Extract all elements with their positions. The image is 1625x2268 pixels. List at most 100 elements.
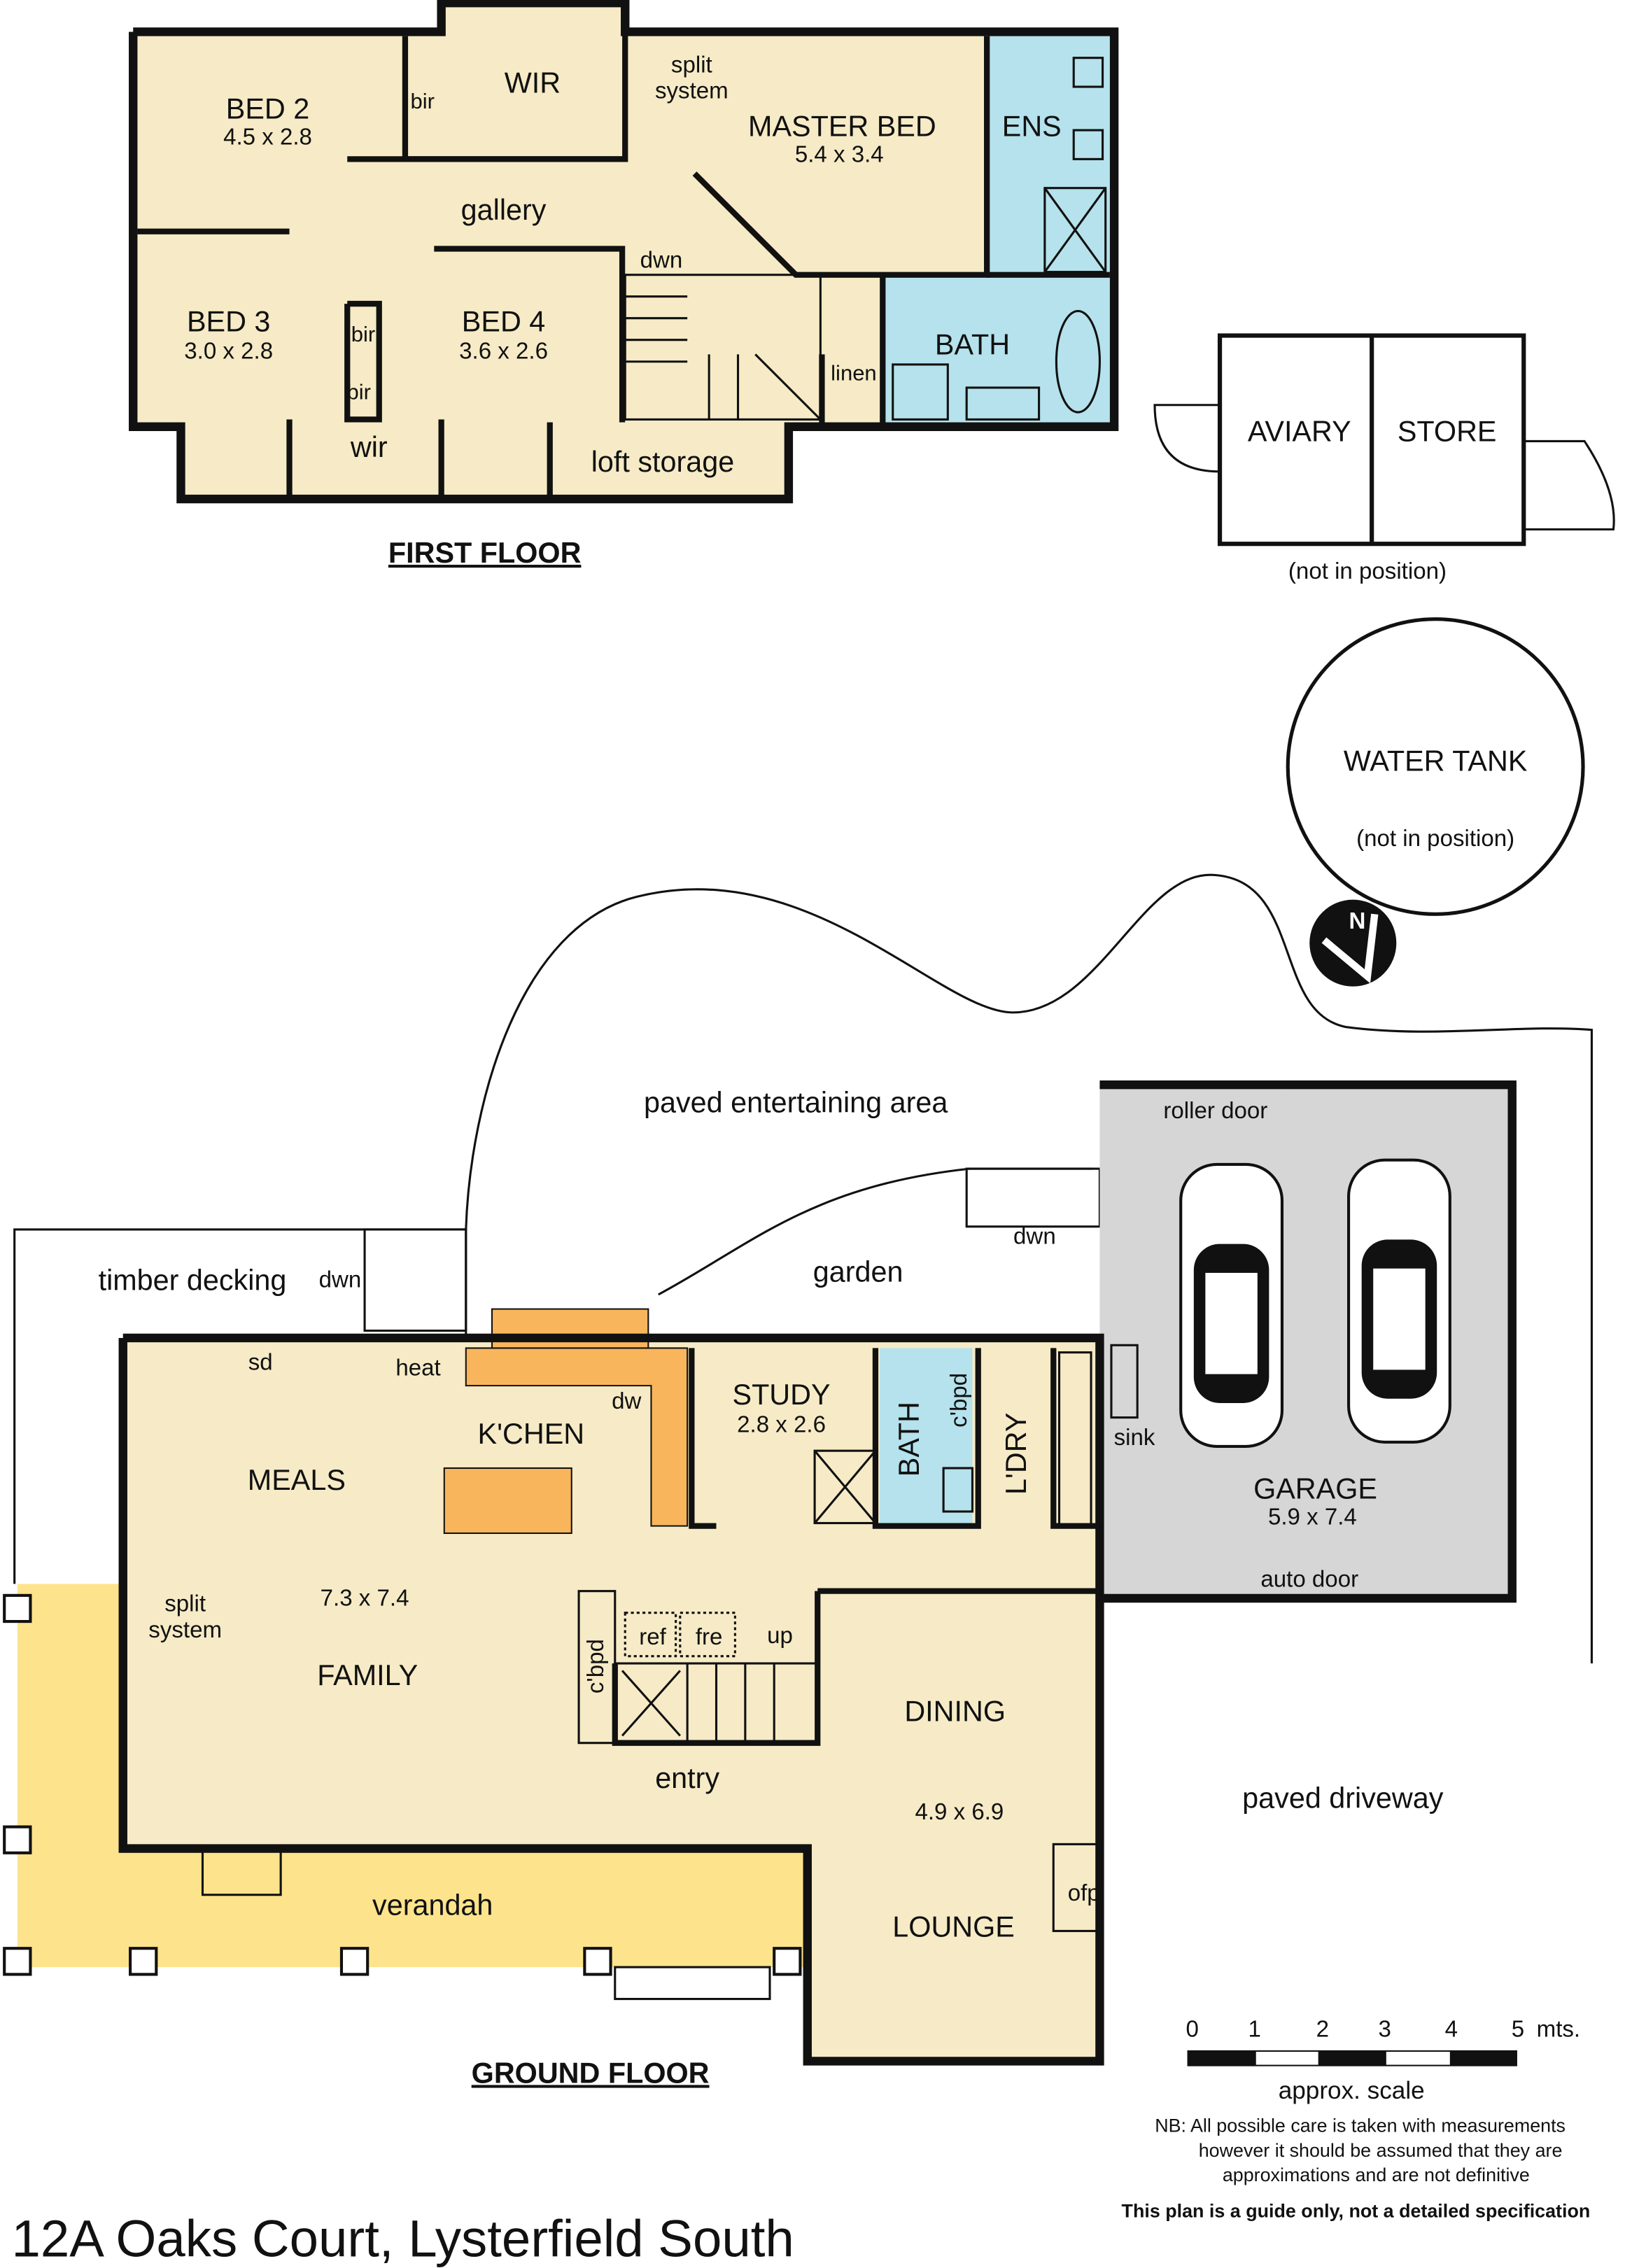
ensuite-label: ENS (1002, 110, 1062, 142)
scale-label: approx. scale (1279, 2077, 1425, 2104)
sd-label: sd (248, 1349, 273, 1375)
deck-dwn-label: dwn (319, 1267, 362, 1293)
loft-storage-label: loft storage (591, 446, 735, 478)
entertaining-area-boundary (465, 873, 1593, 1664)
cbpd-label-1: c'bpd (946, 1373, 972, 1428)
water-tank-note: (not in position) (1356, 826, 1514, 852)
address-title: 12A Oaks Court, Lysterfield South (12, 2209, 794, 2267)
entry-label: entry (655, 1762, 719, 1794)
first-floor-heading: FIRST FLOOR (388, 537, 582, 569)
water-tank-label: WATER TANK (1344, 745, 1528, 777)
dining-label: DINING (904, 1696, 1006, 1728)
scale-tick-5: 5 (1512, 2016, 1524, 2042)
first-floor-inner-walls (137, 31, 1110, 500)
bed2-dim: 4.5 x 2.8 (223, 125, 312, 150)
kitchen-counters (443, 1308, 689, 1535)
store-label: STORE (1398, 415, 1497, 447)
garage-steps (965, 1167, 1101, 1228)
first-floor: BED 2 4.5 x 2.8 bir WIR split system MAS… (129, 0, 1119, 569)
car-icon-left (1179, 1162, 1284, 1449)
linen-label: linen (831, 361, 877, 386)
note-line-1: NB: All possible care is taken with meas… (1155, 2115, 1566, 2136)
auto-door-label: auto door (1260, 1566, 1358, 1592)
ground-floor-outer-wall (118, 1333, 1104, 2066)
up-label: up (767, 1623, 793, 1649)
split-system-ground-2: system (148, 1617, 222, 1643)
wir-lower-label: wir (350, 431, 388, 463)
wir-upper-label: WIR (505, 66, 561, 99)
garage-dim: 5.9 x 7.4 (1268, 1505, 1357, 1530)
scale-tick-4: 4 (1445, 2016, 1458, 2042)
ofp-label: ofp (1068, 1880, 1100, 1906)
gallery-label: gallery (461, 194, 547, 226)
split-system-ground-1: split (164, 1591, 206, 1617)
scale-tick-0: 0 (1186, 2016, 1199, 2042)
dw-label: dw (612, 1388, 641, 1414)
ensuite-fixtures (892, 57, 1107, 421)
ground-floor-heading: GROUND FLOOR (472, 2057, 710, 2089)
first-floor-outer-wall (129, 0, 1119, 504)
family-dim: 7.3 x 7.4 (321, 1585, 409, 1611)
timber-decking-label: timber decking (99, 1265, 287, 1297)
garden-boundary (658, 1167, 1093, 1296)
bed4-dim: 3.6 x 2.6 (459, 339, 548, 365)
disclaimer: This plan is a guide only, not a detaile… (1122, 2201, 1591, 2222)
bath-ground-fill (880, 1348, 973, 1526)
note-line-2: however it should be assumed that they a… (1199, 2140, 1563, 2161)
paved-driveway-label: paved driveway (1242, 1782, 1444, 1815)
car-icon-right (1347, 1158, 1451, 1444)
kitchen-label: K'CHEN (478, 1418, 585, 1450)
garden-label: garden (813, 1255, 903, 1288)
sink-label: sink (1114, 1425, 1155, 1451)
north-arrow-icon: N (1309, 899, 1397, 987)
bed3-dim: 3.0 x 2.8 (184, 339, 273, 365)
stair-upper (624, 274, 822, 421)
split-system-line1: split (671, 52, 712, 78)
ref-label: ref (639, 1624, 666, 1650)
dining-dim: 4.9 x 6.9 (915, 1799, 1004, 1825)
bir-label: bir (411, 89, 435, 113)
scale-unit: mts. (1537, 2016, 1580, 2042)
aviary-note: (not in position) (1288, 558, 1447, 584)
bath-ground-label: BATH (893, 1402, 925, 1477)
master-bed-label: MASTER BED (748, 110, 936, 142)
roller-door-label: roller door (1163, 1098, 1267, 1124)
bed4-label: BED 4 (462, 305, 545, 337)
note-line-3: approximations and are not definitive (1223, 2164, 1530, 2185)
bir-label-2: bir (351, 322, 375, 346)
paved-entertaining-label: paved entertaining area (644, 1087, 948, 1119)
water-tank (1286, 617, 1585, 916)
bath-upper-fill (882, 277, 1110, 423)
north-label: N (1349, 908, 1366, 934)
bed2-label: BED 2 (226, 92, 309, 125)
outbuildings: AVIARY STORE (not in position) WATER TAN… (1153, 333, 1615, 916)
lounge-label: LOUNGE (892, 1911, 1015, 1943)
family-label: FAMILY (317, 1659, 418, 1691)
scale-tick-2: 2 (1316, 2016, 1329, 2042)
door-swings (1153, 404, 1615, 531)
study-label: STUDY (732, 1379, 830, 1411)
house-fill (122, 1337, 1100, 2062)
bir-label-3: bir (347, 379, 371, 404)
scale-tick-3: 3 (1379, 2016, 1391, 2042)
stair-lower (201, 1086, 1505, 2001)
stair-dwn-label: dwn (640, 247, 683, 273)
verandah-label: verandah (372, 1889, 493, 1922)
deck-steps (363, 1228, 467, 1332)
notes: NB: All possible care is taken with meas… (1122, 2115, 1591, 2222)
garage-wall (1099, 1080, 1517, 1603)
split-system-line2: system (655, 78, 729, 104)
heat-label: heat (395, 1355, 440, 1381)
study-dim: 2.8 x 2.6 (737, 1411, 826, 1437)
aviary-label: AVIARY (1248, 415, 1351, 447)
verandah-fill (17, 1584, 806, 1968)
master-bed-dim: 5.4 x 3.4 (795, 142, 884, 168)
garage-dwn-label: dwn (1013, 1224, 1056, 1250)
scale-bar: 0 1 2 3 4 5 mts. approx. scale (1186, 2016, 1581, 2104)
fre-label: fre (696, 1624, 723, 1650)
bed3-label: BED 3 (187, 305, 270, 337)
verandah-posts (3, 1593, 802, 1976)
ground-floor: paved entertaining area garden timber de… (3, 873, 1593, 2089)
meals-label: MEALS (248, 1464, 346, 1496)
